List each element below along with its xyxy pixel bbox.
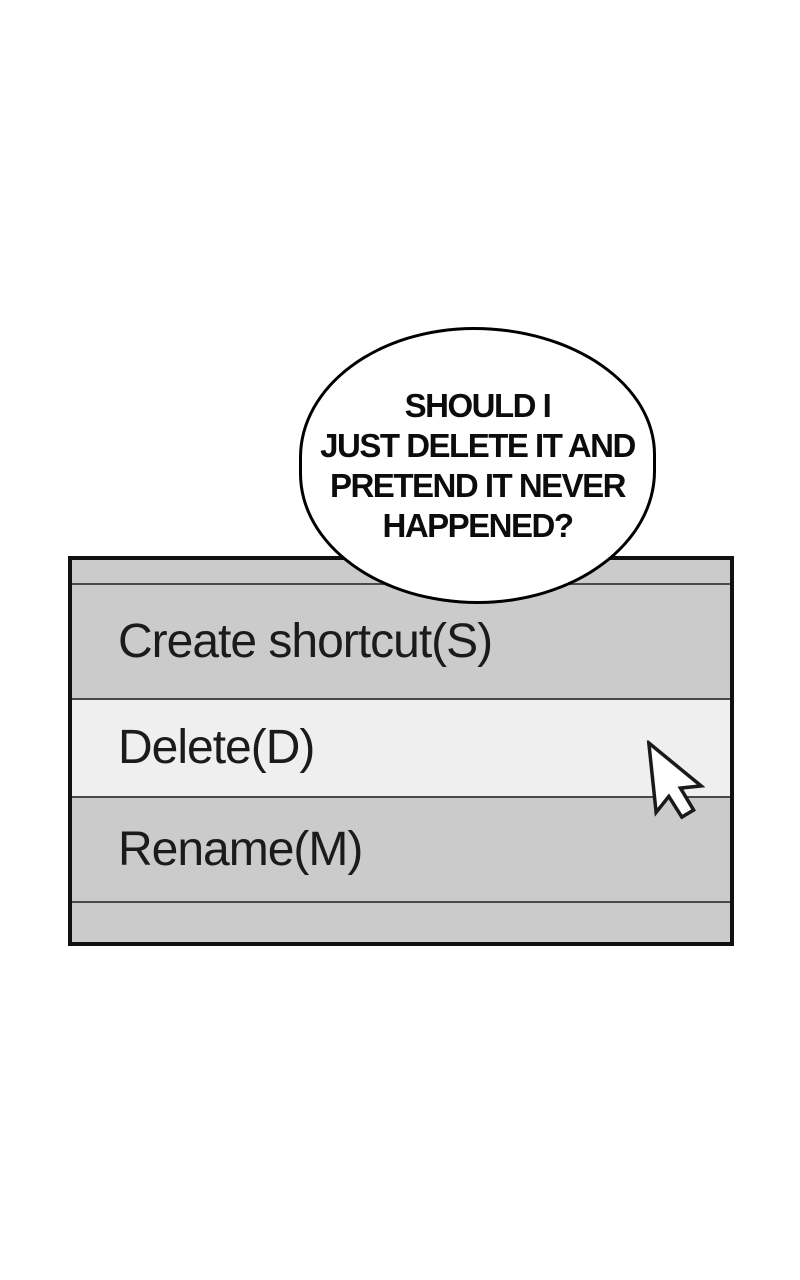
- bubble-text-line: SHOULD I: [404, 386, 552, 424]
- bubble-text-line: JUST DELETE IT AND: [320, 426, 636, 464]
- bubble-text-line: PRETEND IT NEVER: [329, 466, 627, 504]
- menu-item-create-shortcut[interactable]: Create shortcut(S): [72, 585, 730, 700]
- context-menu: Create shortcut(S) Delete(D) Rename(M): [68, 556, 734, 946]
- menu-item-delete[interactable]: Delete(D): [72, 700, 730, 798]
- menu-item-rename[interactable]: Rename(M): [72, 798, 730, 903]
- menu-item-label: Create shortcut(S): [118, 614, 493, 668]
- speech-bubble: SHOULD I JUST DELETE IT AND PRETEND IT N…: [299, 327, 656, 604]
- bubble-text-line: HAPPENED?: [382, 506, 574, 544]
- menu-bottom-strip: [72, 903, 730, 942]
- menu-item-label: Rename(M): [118, 822, 363, 876]
- menu-item-label: Delete(D): [118, 721, 315, 774]
